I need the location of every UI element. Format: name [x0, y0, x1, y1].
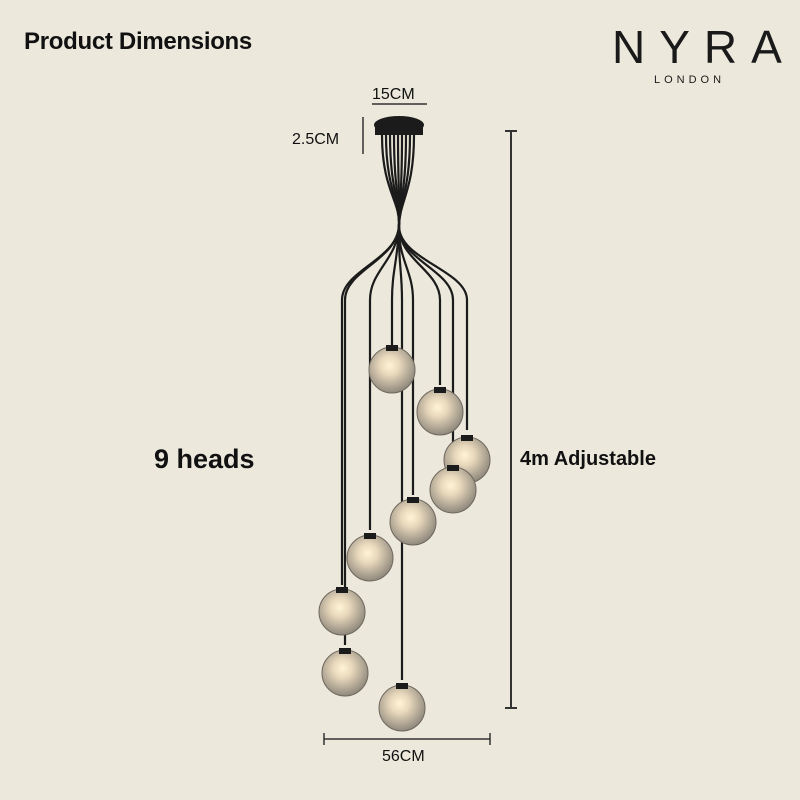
brand-logo-subtitle: LONDON	[654, 74, 726, 86]
glass-globe	[318, 588, 366, 636]
globe-cap	[461, 435, 473, 441]
glass-globe	[389, 498, 437, 546]
globe-cap	[434, 387, 446, 393]
glass-globe	[368, 346, 416, 394]
heads-count-label: 9 heads	[154, 444, 255, 474]
dimension-lines	[323, 103, 517, 745]
glass-globe	[416, 388, 464, 436]
glass-globe	[346, 534, 394, 582]
globe-cap	[336, 587, 348, 593]
cords	[340, 134, 469, 680]
brand-logo: NYRA	[612, 21, 796, 73]
globe-cap	[386, 345, 398, 351]
globe-cap	[339, 648, 351, 654]
canopy-height-label: 2.5CM	[292, 131, 340, 148]
globe-cap	[364, 533, 376, 539]
globe-cap	[407, 497, 419, 503]
height-label: 4m Adjustable	[520, 448, 656, 470]
glass-globe	[378, 684, 426, 732]
globes	[318, 345, 491, 732]
globe-cap	[447, 465, 459, 471]
glass-globe	[429, 466, 477, 514]
glass-globe	[321, 649, 369, 697]
cord	[397, 134, 416, 680]
width-label: 56CM	[382, 748, 425, 765]
page-title: Product Dimensions	[24, 28, 252, 55]
canopy-width-label: 15CM	[372, 86, 415, 103]
globe-cap	[396, 683, 408, 689]
